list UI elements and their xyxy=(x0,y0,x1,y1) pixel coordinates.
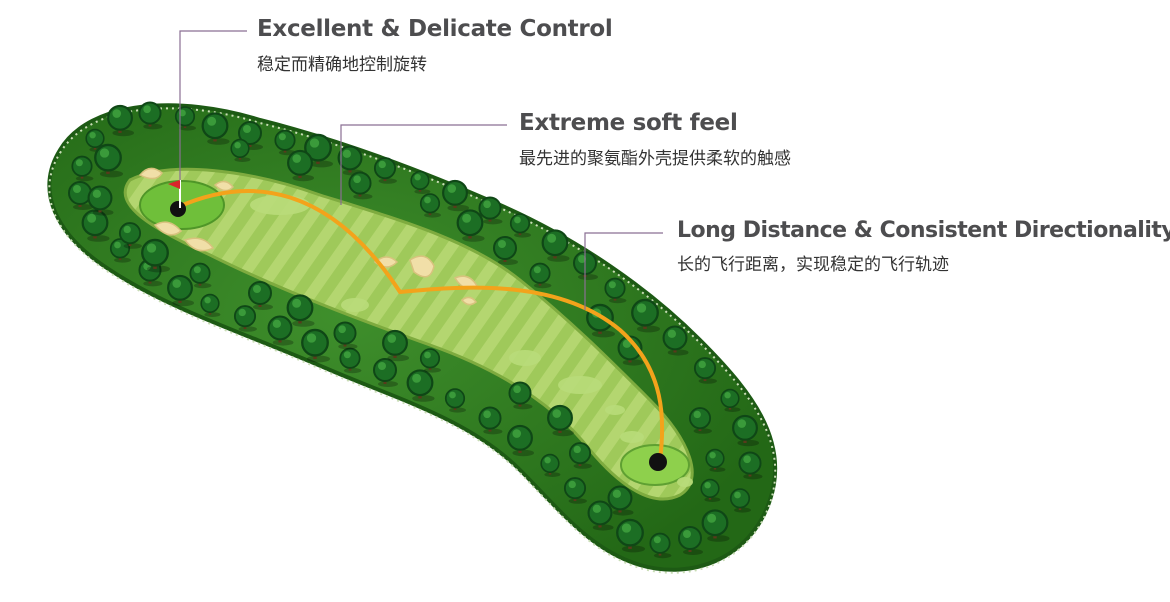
tree-icon xyxy=(509,213,531,238)
tree-icon xyxy=(373,358,398,387)
callout-distance: Long Distance & Consistent Directionalit… xyxy=(677,218,1170,275)
tree-icon xyxy=(649,532,672,559)
callout-title: Excellent & Delicate Control xyxy=(257,16,613,42)
tree-icon xyxy=(493,236,518,265)
tree-icon xyxy=(478,196,503,225)
bunker-icon xyxy=(213,180,235,192)
bunker-icon xyxy=(409,255,435,278)
fairway xyxy=(123,167,694,501)
callout-subtitle: 稳定而精确地控制旋转 xyxy=(257,54,427,75)
callout-soft-feel: Extreme soft feel 最先进的聚氨酯外壳提供柔软的触感 xyxy=(519,110,791,169)
tree-icon xyxy=(304,133,334,168)
hole-icon xyxy=(170,201,186,217)
leader-line-1 xyxy=(179,30,247,180)
tree-icon xyxy=(333,321,358,350)
tree-icon xyxy=(478,406,503,435)
tree-icon xyxy=(573,251,598,280)
tree-icon xyxy=(607,485,634,516)
tree-icon xyxy=(738,451,763,480)
tree-icon xyxy=(267,315,294,346)
tree-icon xyxy=(541,229,570,262)
callout-title: Extreme soft feel xyxy=(519,110,738,136)
tree-icon xyxy=(230,138,251,162)
tree-icon xyxy=(701,509,730,542)
tree-icon xyxy=(94,143,124,178)
callout-subtitle: 长的飞行距离，实现稳定的飞行轨迹 xyxy=(677,255,949,276)
course-rough-edge xyxy=(48,107,777,574)
tree-icon xyxy=(201,112,230,145)
tree-icon xyxy=(508,381,533,410)
tree-icon xyxy=(563,477,587,504)
tree-icon xyxy=(604,277,627,304)
tree-icon xyxy=(705,448,726,472)
tree-icon xyxy=(456,209,485,242)
tree-icon xyxy=(419,193,441,218)
tree-icon xyxy=(337,145,364,176)
tree-icon xyxy=(406,369,435,402)
tree-icon xyxy=(138,101,163,130)
tree-icon xyxy=(688,407,712,434)
tree-icon xyxy=(87,185,114,216)
tree-icon xyxy=(200,293,221,317)
tree-icon xyxy=(373,157,397,184)
tree-icon xyxy=(141,238,171,273)
callout-subtitle: 最先进的聚氨酯外壳提供柔软的触感 xyxy=(519,148,791,169)
tree-icon xyxy=(348,171,373,200)
leader-line-2 xyxy=(340,124,507,205)
tree-icon xyxy=(442,179,470,212)
tree-icon xyxy=(81,209,110,242)
tree-icon xyxy=(693,357,717,384)
tree-icon xyxy=(678,526,703,555)
tree-icon xyxy=(107,104,135,137)
callout-title: Long Distance & Consistent Directionalit… xyxy=(677,218,1170,243)
tree-icon xyxy=(507,424,535,457)
tree-icon xyxy=(286,294,315,327)
ball-trajectory xyxy=(176,189,665,462)
tree-icon xyxy=(109,238,131,263)
tree-icon xyxy=(189,262,212,289)
bunker-icon xyxy=(153,221,183,236)
hole-icon xyxy=(649,453,667,471)
tree-icon xyxy=(71,155,94,182)
tree-icon xyxy=(167,274,195,307)
tree-icon xyxy=(568,442,592,469)
flag-icon xyxy=(168,180,181,208)
trees xyxy=(68,101,763,559)
bunker-icon xyxy=(183,237,215,252)
tree-icon xyxy=(339,347,362,374)
tree-icon xyxy=(617,335,644,366)
tree-icon xyxy=(118,222,142,249)
tree-icon xyxy=(732,414,760,447)
tree-icon xyxy=(248,281,273,310)
bunker-icon xyxy=(138,167,163,180)
callout-control: Excellent & Delicate Control 稳定而精确地控制旋转 xyxy=(257,16,613,75)
bunker-icon xyxy=(460,296,478,306)
tree-icon xyxy=(287,149,315,182)
tree-icon xyxy=(631,298,661,333)
tree-icon xyxy=(547,404,575,437)
tree-icon xyxy=(419,348,441,373)
tree-icon xyxy=(662,325,689,356)
tree-icon xyxy=(729,488,751,513)
tree-icon xyxy=(720,388,741,412)
tree-icon xyxy=(700,478,721,502)
leader-line-3 xyxy=(584,232,663,310)
tree-icon xyxy=(382,329,410,362)
tree-icon xyxy=(444,388,466,413)
tree-icon xyxy=(233,305,257,332)
tree-icon xyxy=(587,500,614,531)
leader-lines xyxy=(179,30,663,310)
tree-icon xyxy=(301,328,331,363)
tree-icon xyxy=(529,262,552,289)
tree-icon xyxy=(238,121,263,150)
tree-icon xyxy=(410,170,431,194)
tree-icon xyxy=(540,453,561,477)
tree-icon xyxy=(616,518,646,553)
bunkers xyxy=(138,167,478,306)
